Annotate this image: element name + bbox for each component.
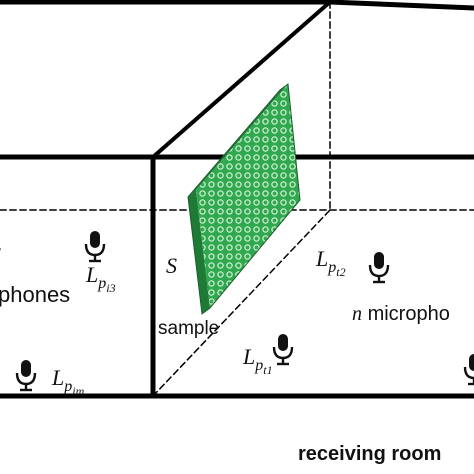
level-label-i3: Lpi3 xyxy=(85,262,116,295)
source-microphones-label: phones xyxy=(0,282,70,307)
microphone-icon xyxy=(368,250,390,284)
microphone-icon xyxy=(84,229,106,263)
microphone-icon xyxy=(272,332,294,366)
floor-diagonal xyxy=(151,208,332,398)
surface-area-label: S xyxy=(166,253,177,278)
microphone-icon xyxy=(463,352,474,386)
room-outlines xyxy=(0,0,474,399)
sample-panel xyxy=(187,83,301,315)
sample-side-face xyxy=(188,190,210,314)
sample-outline xyxy=(187,83,301,315)
sample-label: sample xyxy=(158,318,219,339)
level-label-t1: Lpt1 xyxy=(242,344,273,377)
level-label-i2: i2 xyxy=(0,245,1,260)
receiving-microphones-label: n micropho xyxy=(352,303,450,325)
top-back-edge-right xyxy=(327,0,474,11)
level-label-im: Lpim xyxy=(51,365,85,398)
sample-top-edge xyxy=(188,84,288,197)
microphone-icon xyxy=(15,358,37,392)
level-label-t2: Lpt2 xyxy=(315,246,346,279)
roof-diagonal-front xyxy=(150,0,333,160)
sample-front-face xyxy=(196,84,300,308)
receiving-room-label: receiving room xyxy=(298,443,441,465)
